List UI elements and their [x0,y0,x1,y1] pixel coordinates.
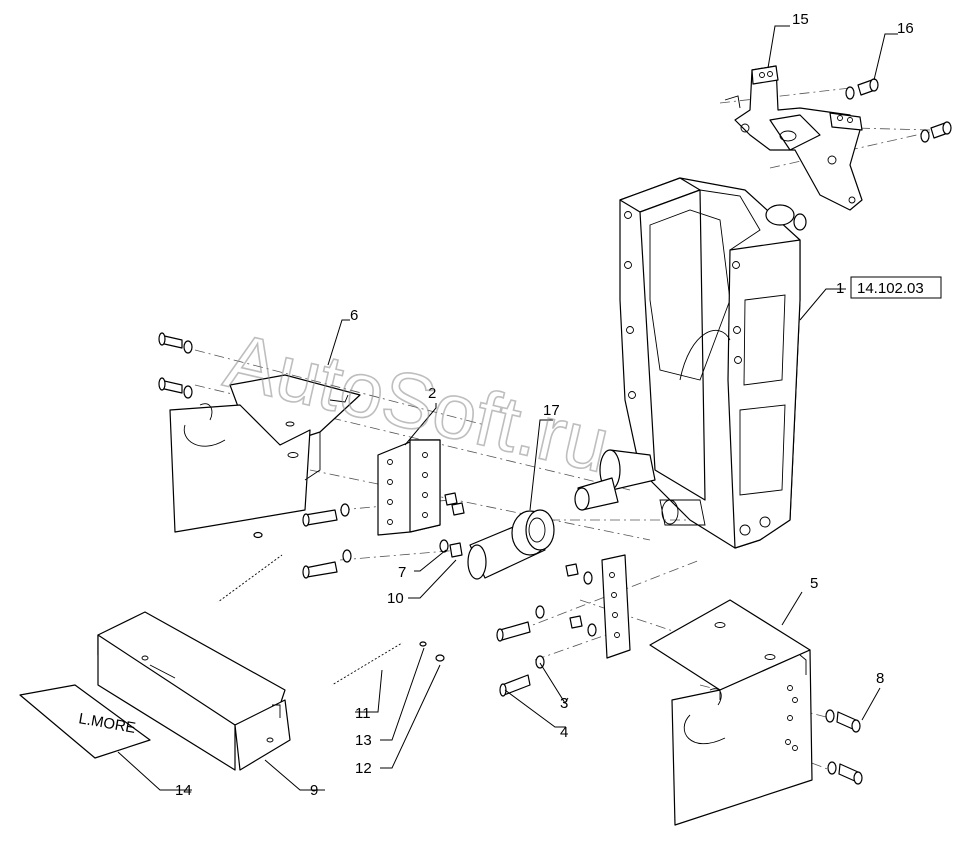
screw-6-set [158,332,193,399]
spring-washers [253,531,445,662]
spring-upper [217,554,283,603]
callout-4: 4 [560,724,568,741]
screw-8-set [825,709,863,785]
spring-lower [331,642,403,686]
callout-17: 17 [543,402,560,419]
callout-9: 9 [310,782,318,799]
callout-8: 8 [876,670,884,687]
callout-2: 2 [428,385,436,402]
callout-6: 6 [350,307,358,324]
callout-11: 11 [355,705,371,722]
gearbox-housing [574,177,807,549]
lower-right-bracket [649,599,813,826]
reference-box [850,276,942,299]
callout-10: 10 [387,590,404,607]
screw-16-set [845,78,952,143]
screw-center-set [302,503,352,579]
strip-plate [377,439,441,536]
drive-bushing [467,509,555,580]
screw-3-4-set [496,605,545,697]
callout-1: 1 [836,280,844,297]
callout-12: 12 [355,760,372,777]
reference-code: 14.102.03 [857,280,924,297]
callout-15: 15 [792,11,809,28]
callout-3: 3 [560,695,568,712]
callout-labels: 1 14.102.03 2 3 4 5 6 7 8 9 10 11 13 12 … [175,11,942,799]
callout-5: 5 [810,575,818,592]
lower-left-cover [97,611,291,771]
callout-14: 14 [175,782,192,799]
strip-plate-right [565,554,631,659]
callout-13: 13 [355,732,372,749]
upper-left-bracket [169,374,361,533]
callout-leaders [117,25,898,791]
nut-set-center [439,492,465,558]
callout-16: 16 [897,20,914,37]
mounting-bracket [724,65,863,211]
callout-7: 7 [398,564,406,581]
